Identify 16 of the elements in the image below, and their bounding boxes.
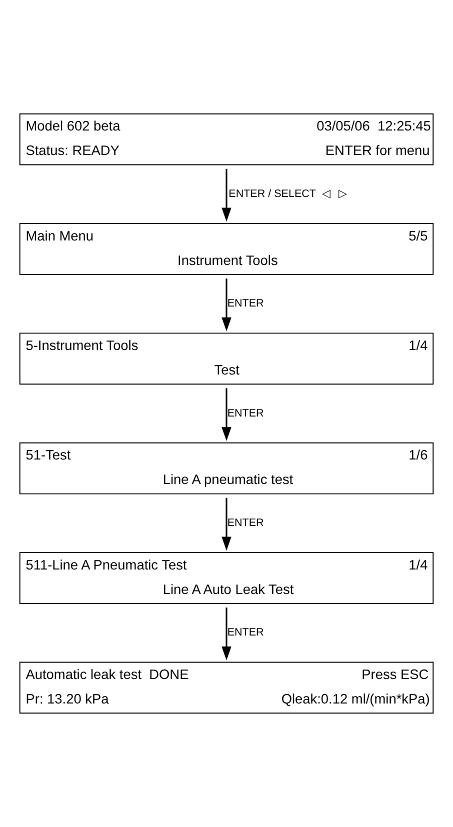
edge-label: ENTER: [227, 626, 264, 639]
node-box: Automatic leak test DONE Press ESC Pr: 13.20 kPa Qleak:0.12 ml/(min*kPa): [19, 662, 434, 714]
arrow: [222, 278, 232, 332]
edge-label: ENTER: [227, 516, 264, 529]
node-box: 51-Test 1/6 Line A pneumatic test: [19, 442, 434, 494]
arrow: [222, 608, 232, 660]
node-box: Main Menu 5/5 Instrument Tools: [19, 223, 434, 275]
arrow: [222, 388, 232, 441]
edge-label: ENTER: [227, 298, 264, 310]
edge-label: ENTER / SELECT ◁ ▷: [228, 188, 347, 200]
node-box: 5-Instrument Tools 1/4 Test: [19, 332, 434, 385]
node-box: 511-Line A Pneumatic Test 1/4 Line A Auto Leak Test: [19, 552, 434, 604]
node-box: Model 602 beta 03/05/06 12:25:45 Status: READY ENTER for menu: [19, 113, 434, 166]
edge-label: ENTER: [227, 407, 264, 420]
arrow: [222, 498, 232, 551]
arrow: [222, 168, 232, 222]
